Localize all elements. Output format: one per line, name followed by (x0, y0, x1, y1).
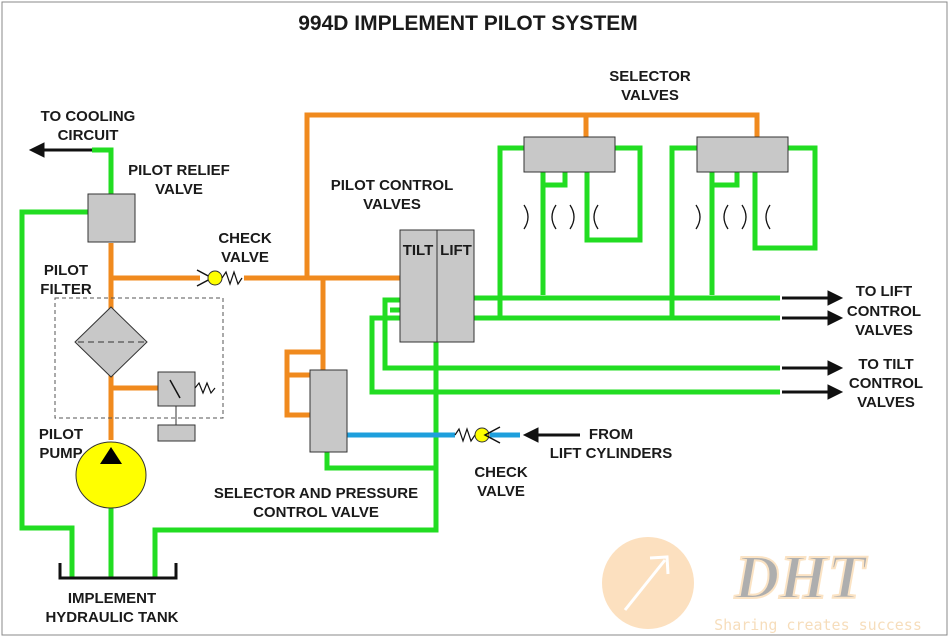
pilot-filter-label-1: PILOT (44, 262, 88, 279)
pilot-relief-valve (87, 193, 136, 243)
pilot-relief-label-1: PILOT RELIEF (128, 162, 230, 179)
selector-pressure-label-2: CONTROL VALVE (253, 504, 379, 521)
filter-switch-base (157, 424, 196, 442)
to-tilt-label-3: VALVES (857, 394, 915, 411)
selector-pressure-control-valve (309, 369, 348, 453)
to-lift-label-2: CONTROL (847, 303, 921, 320)
check-valve-bottom-label-1: CHECK (474, 464, 528, 481)
pilot-pump-label-2: PUMP (39, 445, 82, 462)
arrow-left-icon (28, 142, 45, 158)
to-lift-label-3: VALVES (855, 322, 913, 339)
supply-lines (108, 112, 760, 440)
pilot-pump-label-1: PILOT (39, 426, 83, 443)
watermark-tagline: Sharing creates success (714, 616, 922, 634)
watermark-logo: DHT (734, 544, 868, 612)
check-valve-bottom (454, 426, 501, 444)
flow-arrows (28, 142, 844, 443)
selector-valve-1 (523, 136, 616, 173)
arrow-right-icon (827, 310, 844, 326)
pilot-relief-label-2: VALVE (155, 181, 203, 198)
to-tilt-label-2: CONTROL (849, 375, 923, 392)
tilt-label: TILT (403, 242, 434, 259)
watermark: DHT Sharing creates success (602, 537, 922, 634)
pilot-control-label-1: PILOT CONTROL (331, 177, 454, 194)
tank-label-1: IMPLEMENT (68, 590, 156, 607)
selector-valve-springs (523, 204, 771, 230)
selector-pressure-label-1: SELECTOR AND PRESSURE (214, 485, 418, 502)
tank-label-2: HYDRAULIC TANK (45, 609, 178, 626)
check-valve-top (196, 269, 243, 287)
to-lift-label-1: TO LIFT (856, 283, 912, 300)
lift-label: LIFT (440, 242, 472, 259)
from-lift-label-2: LIFT CYLINDERS (550, 445, 673, 462)
selector-valves-label-1: SELECTOR (609, 68, 691, 85)
watermark-logo-icon (602, 537, 694, 629)
selector-valve-2 (696, 136, 789, 173)
pump-direction-icon (100, 447, 122, 464)
arrow-right-icon (827, 384, 844, 400)
selector-valves-label-2: VALVES (621, 87, 679, 104)
arrow-right-icon (827, 360, 844, 376)
pilot-filter-enclosure (54, 297, 224, 419)
check-valve-bottom-label-2: VALVE (477, 483, 525, 500)
arrow-left-icon (522, 427, 539, 443)
arrow-right-icon (827, 290, 844, 306)
diagram-title: 994D IMPLEMENT PILOT SYSTEM (298, 12, 638, 35)
pilot-filter-label-2: FILTER (40, 281, 92, 298)
pilot-pump (75, 441, 147, 509)
to-tilt-label-1: TO TILT (858, 356, 913, 373)
from-lift-label-1: FROM (589, 426, 633, 443)
filter-bypass-switch (157, 371, 196, 407)
to-cooling-label-2: CIRCUIT (58, 127, 119, 144)
check-valve-top-label-2: VALVE (221, 249, 269, 266)
pilot-control-label-2: VALVES (363, 196, 421, 213)
lift-pilot-valve (436, 229, 475, 343)
hydraulic-tank (58, 563, 178, 580)
check-valve-top-label-1: CHECK (218, 230, 272, 247)
to-cooling-label-1: TO COOLING (41, 108, 136, 125)
tilt-pilot-valve (399, 229, 438, 343)
